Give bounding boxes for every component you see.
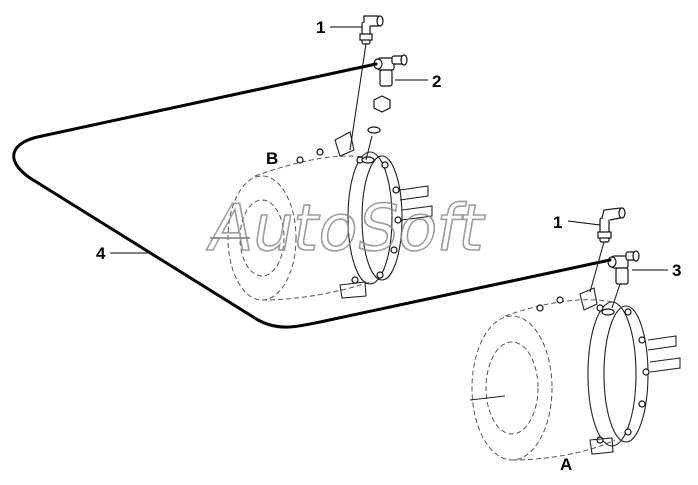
motor-a-inlet-port — [601, 308, 615, 316]
watermark-text: AutoSoft — [203, 191, 491, 265]
motor-a-bolts — [536, 296, 650, 444]
motor-a-terminal-2 — [649, 357, 681, 373]
callout-2: 2 — [432, 72, 441, 91]
motor-a-bottom-bracket — [589, 437, 614, 455]
motor-a — [469, 287, 681, 461]
motor-b-nut-and-washer — [365, 95, 391, 161]
motor-b — [210, 131, 433, 301]
motor-b-top-bracket — [334, 131, 355, 157]
motor-a-elbow-fitting — [589, 207, 626, 293]
motor-b-elbow-fitting — [349, 15, 384, 151]
motor-a-flange — [587, 301, 637, 447]
leader-lines — [110, 26, 668, 271]
callout-1-motor-a: 1 — [553, 213, 562, 232]
motor-b-bottom-edge — [261, 281, 371, 301]
motor-a-top-bracket — [579, 287, 598, 311]
motor-b-inlet-port — [361, 156, 375, 164]
hose-line — [12, 62, 612, 329]
motor-a-label: A — [560, 455, 572, 474]
motor-a-terminal-1 — [647, 335, 677, 351]
callout-4: 4 — [96, 244, 106, 263]
motor-a-tee-fitting — [607, 250, 640, 309]
motor-b-bolts — [296, 148, 402, 284]
motor-b-flange-inner — [361, 155, 403, 281]
motor-b-tee-fitting — [373, 54, 408, 87]
motor-a-flange-inner — [603, 305, 649, 443]
motor-b-terminal-2 — [401, 205, 433, 221]
motor-a-top-edge — [504, 299, 613, 317]
motor-b-terminal-1 — [399, 185, 429, 201]
callout-1-motor-b: 1 — [316, 18, 325, 37]
motor-b-label: B — [266, 149, 278, 168]
motor-a-end-ring — [485, 341, 539, 435]
motor-a-shaft — [469, 395, 506, 401]
motor-b-end-ring — [239, 199, 285, 277]
motor-b-bottom-bracket — [339, 281, 367, 299]
motor-a-end-face — [471, 315, 553, 461]
motor-b-flange — [347, 151, 393, 285]
callout-3: 3 — [672, 261, 681, 280]
